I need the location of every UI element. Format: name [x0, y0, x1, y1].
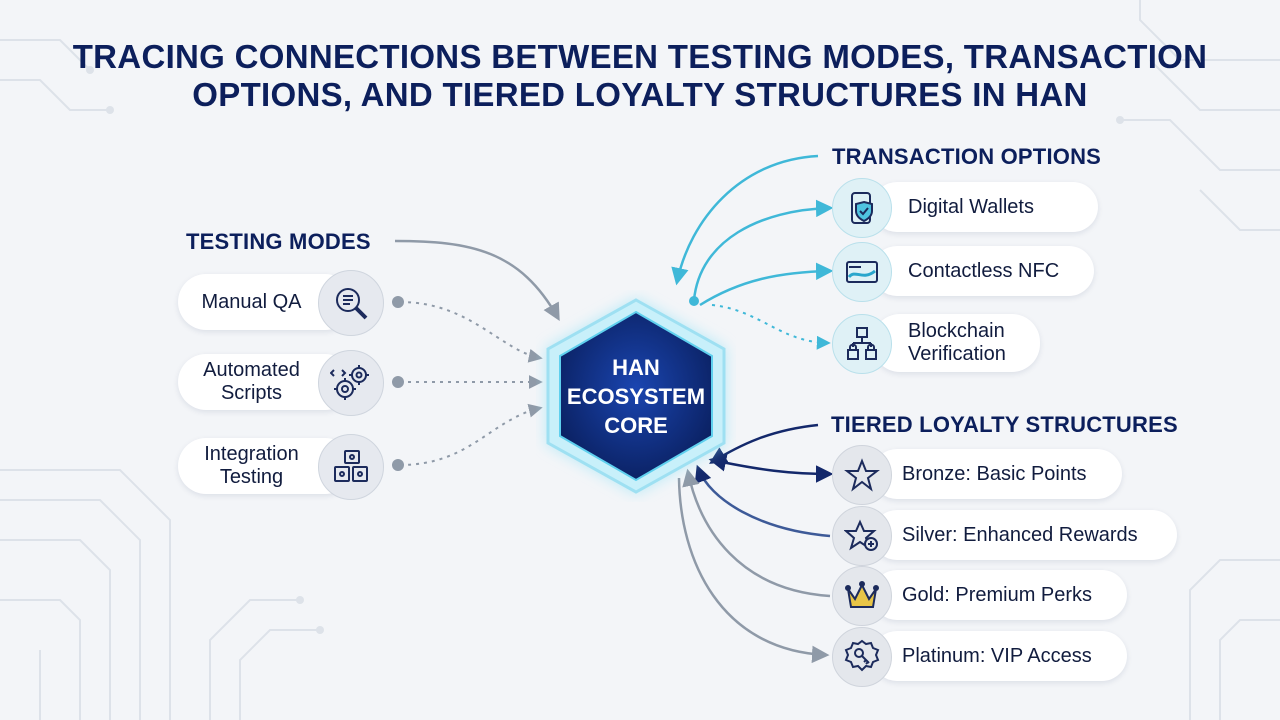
- title-line-2: OPTIONS, AND TIERED LOYALTY STRUCTURES I…: [192, 76, 1088, 113]
- testing-item-label-line-2: Scripts: [220, 382, 283, 404]
- page-title: TRACING CONNECTIONS BETWEEN TESTING MODE…: [0, 38, 1280, 114]
- nfc-card-icon: [832, 242, 892, 302]
- testing-item-label-line-2: Testing: [219, 466, 284, 488]
- key-seal-icon: [832, 627, 892, 687]
- testing-item-label: Manual QA: [201, 290, 302, 313]
- loyalty-item-label: Silver: Enhanced Rewards: [902, 523, 1138, 546]
- code-gears-icon: [318, 350, 384, 416]
- transaction-item-pill: Contactless NFC: [872, 246, 1094, 296]
- testing-item-label-line-1: Integration: [204, 443, 299, 465]
- transaction-item-label-line-2: Verification: [908, 343, 1006, 365]
- blockchain-locks-icon: [832, 314, 892, 374]
- puzzle-pieces-icon: [318, 434, 384, 500]
- transaction-options-heading: TRANSACTION OPTIONS: [832, 144, 1102, 169]
- transaction-item-label-line-1: Blockchain: [908, 320, 1005, 342]
- loyalty-item-label: Gold: Premium Perks: [902, 583, 1093, 606]
- star-badge-icon: [832, 506, 892, 566]
- tiered-loyalty-heading: TIERED LOYALTY STRUCTURES: [831, 412, 1178, 437]
- core-hexagon: [546, 298, 726, 494]
- loyalty-item-pill: Platinum: VIP Access: [872, 631, 1127, 681]
- transaction-item-pill: Digital Wallets: [872, 182, 1098, 232]
- testing-modes-heading: TESTING MODES: [186, 229, 371, 254]
- loyalty-item-label: Bronze: Basic Points: [902, 462, 1087, 485]
- loyalty-item-pill: Gold: Premium Perks: [872, 570, 1127, 620]
- magnifier-checklist-icon: [318, 270, 384, 336]
- title-line-1: TRACING CONNECTIONS BETWEEN TESTING MODE…: [72, 38, 1208, 75]
- testing-item-label-line-1: Automated: [203, 359, 300, 381]
- transaction-item-pill: Blockchain Verification: [872, 314, 1040, 372]
- loyalty-item-pill: Silver: Enhanced Rewards: [872, 510, 1177, 560]
- star-icon: [832, 445, 892, 505]
- core-label-line-3: CORE: [604, 412, 668, 438]
- crown-icon: [832, 566, 892, 626]
- phone-shield-icon: [832, 178, 892, 238]
- transaction-item-label: Contactless NFC: [908, 259, 1060, 282]
- han-ecosystem-core[interactable]: HAN ECOSYSTEM CORE: [536, 290, 736, 502]
- core-label-line-1: HAN: [612, 354, 660, 380]
- transaction-item-label: Digital Wallets: [908, 195, 1034, 218]
- loyalty-item-label: Platinum: VIP Access: [902, 644, 1092, 667]
- core-label-line-2: ECOSYSTEM: [566, 383, 706, 409]
- loyalty-item-pill: Bronze: Basic Points: [872, 449, 1122, 499]
